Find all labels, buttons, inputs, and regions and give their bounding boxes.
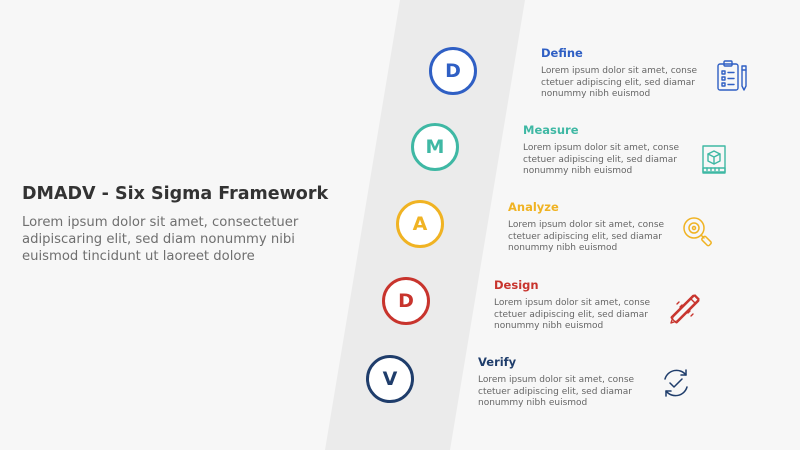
page-title: DMADV - Six Sigma Framework: [22, 184, 329, 204]
step-title-design: Design: [494, 278, 539, 292]
magnifier-icon: [680, 214, 716, 250]
step-text-design: Lorem ipsum dolor sit amet, conse ctetue…: [494, 298, 651, 331]
step-circle-measure: M: [411, 123, 459, 171]
pencil-ruler-icon: [667, 291, 703, 327]
step-title-define: Define: [541, 46, 583, 60]
step-circle-define: D: [429, 47, 477, 95]
step-text-measure: Lorem ipsum dolor sit amet, conse ctetue…: [523, 143, 680, 176]
step-letter: M: [425, 136, 445, 158]
step-text-verify: Lorem ipsum dolor sit amet, conse ctetue…: [478, 375, 635, 408]
check-cycle-icon: [658, 365, 694, 401]
step-title-verify: Verify: [478, 355, 517, 369]
page-description: Lorem ipsum dolor sit amet, consectetuer…: [22, 215, 299, 264]
step-letter: D: [398, 290, 414, 312]
step-text-define: Lorem ipsum dolor sit amet, conse ctetue…: [541, 66, 698, 99]
step-circle-verify: V: [366, 355, 414, 403]
step-circle-analyze: A: [396, 200, 444, 248]
clipboard-icon: [714, 58, 750, 94]
step-letter: V: [382, 368, 398, 390]
step-letter: D: [445, 60, 461, 82]
step-text-analyze: Lorem ipsum dolor sit amet, conse ctetue…: [508, 220, 665, 253]
step-letter: A: [412, 213, 428, 235]
step-title-analyze: Analyze: [508, 200, 559, 214]
step-title-measure: Measure: [523, 123, 579, 137]
ruler-cube-icon: [697, 142, 733, 178]
step-circle-design: D: [382, 277, 430, 325]
